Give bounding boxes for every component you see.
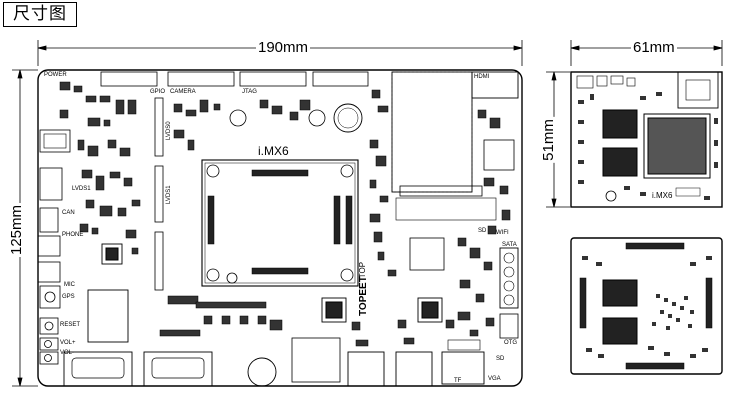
hdmi-label: HDMI — [474, 74, 490, 80]
lvds-left-label: LVDS1 — [72, 186, 91, 192]
power-label: POWER — [44, 72, 67, 78]
main-width-label: 190mm — [256, 39, 311, 56]
brand-suffix-label: iTOP — [358, 261, 367, 280]
phone-label: PHONE — [62, 232, 84, 238]
vol-down-label: VOL- — [60, 350, 75, 356]
main-board — [37, 69, 523, 387]
core-height-label: 51mm — [539, 117, 557, 163]
core-width-label: 61mm — [631, 39, 677, 56]
core-board-bottom — [570, 237, 723, 375]
otg-label: OTG — [504, 340, 517, 346]
top-headers — [100, 71, 369, 87]
sata-label: SATA — [502, 242, 517, 248]
som-label: i.MX6 — [258, 144, 289, 158]
page-title: 尺寸图 — [3, 2, 77, 27]
jtag-label: JTAG — [242, 89, 257, 95]
can-label: CAN — [62, 210, 75, 216]
core-som-label: i.MX6 — [652, 191, 673, 200]
tf-label: TF — [454, 378, 462, 384]
reset-label: RESET — [60, 322, 81, 328]
mic-label: MIC — [64, 282, 75, 288]
vga-label: VGA — [488, 376, 501, 382]
core-board-top — [570, 71, 723, 208]
gpio-label: GPIO — [150, 89, 166, 95]
brand-label: TOPEET — [358, 276, 369, 316]
vol-up-label: VOL+ — [60, 340, 76, 346]
lvds1-label: LVDS1 — [166, 185, 172, 204]
gps-label: GPS — [62, 294, 75, 300]
wifi-label: WIFI — [496, 230, 509, 236]
camera-label: CAMERA — [170, 89, 196, 95]
sd-label: SD — [496, 356, 505, 362]
sd-card-label: SD — [478, 228, 487, 234]
main-height-label: 125mm — [8, 202, 26, 258]
lvds0-label: LVDS0 — [166, 121, 172, 140]
